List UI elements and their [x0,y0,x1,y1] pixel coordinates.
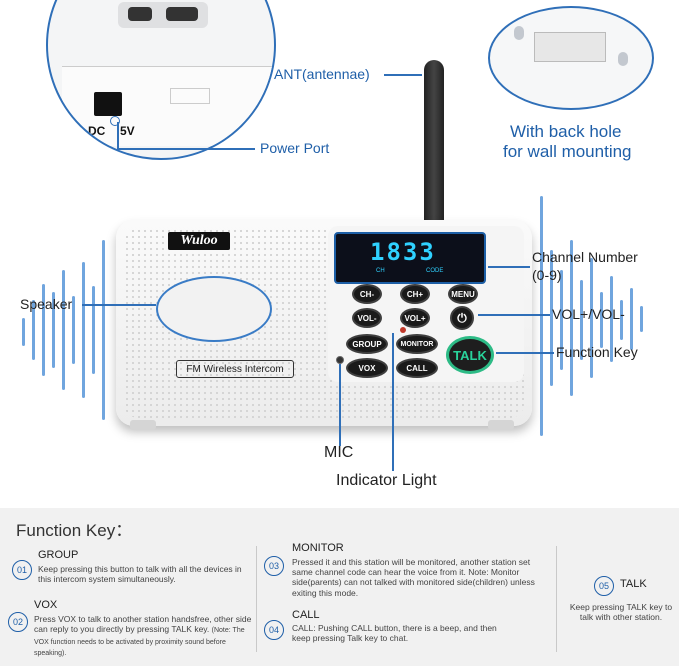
key-shape [128,7,152,21]
fk-talk-name: TALK [620,578,647,590]
brand-logo: Wuloo [168,232,230,250]
group-button[interactable]: GROUP [346,334,388,354]
speaker-leader [82,304,156,306]
mic-callout: MIC [324,444,354,461]
back-label-plate [534,32,606,62]
vol-minus-button[interactable]: VOL- [352,308,382,328]
dc-label: DC [88,124,106,138]
monitor-button[interactable]: MONITOR [396,334,438,354]
key-shape [166,7,198,21]
indicator-leader [392,333,394,471]
port-marker [110,116,120,126]
call-button[interactable]: CALL [396,358,438,378]
fk-vox-desc: Press VOX to talk to another station han… [34,614,252,657]
lcd-display [334,232,486,284]
function-key-leader [496,352,554,354]
back-hole-zoom [488,6,654,110]
channel-number-callout: Channel Number [532,249,638,265]
function-key-title: Function Key： [16,521,133,540]
badge-01: 01 [12,560,32,580]
channel-leader [488,266,530,268]
antenna [424,60,444,226]
vol-plus-button[interactable]: VOL+ [400,308,430,328]
badge-02: 02 [8,612,28,632]
badge-05: 05 [594,576,614,596]
vol-leader [478,314,550,316]
antenna-callout: ANT(antennae) [274,66,370,82]
back-slot [170,88,210,104]
talk-button[interactable]: TALK [446,336,494,374]
lcd-number: 1833 [370,238,436,266]
power-port-leader [117,148,255,150]
antenna-leader [384,74,422,76]
function-key-callout: Function Key [556,344,638,360]
channel-number-range: (0-9) [532,267,562,283]
speaker-callout: Speaker [20,296,73,312]
mic-hole [336,356,344,364]
lcd-ch-label: CH [376,268,385,274]
volt-label: 5V [120,124,135,138]
mount-hole [618,52,628,66]
function-key-section [0,508,679,666]
foot [130,420,156,430]
back-hole-line1: With back hole [510,122,622,141]
fk-call-desc: CALL: Pushing CALL button, there is a be… [292,623,497,644]
fk-group-desc: Keep pressing this button to talk with a… [38,564,242,585]
badge-04: 04 [264,620,284,640]
vol-callout: VOL+/VOL- [552,306,625,322]
mount-hole [514,26,524,40]
mic-leader [339,364,341,446]
power-port-callout: Power Port [260,140,330,156]
ch-minus-button[interactable]: CH- [352,284,382,304]
divider [256,546,257,652]
fk-monitor-name: MONITOR [292,542,344,554]
indicator-light [400,327,406,333]
fk-vox-name: VOX [34,599,58,611]
ch-plus-button[interactable]: CH+ [400,284,430,304]
indicator-callout: Indicator Light [336,472,437,489]
speaker-grill [156,276,272,342]
divider [556,546,557,652]
dc-jack [94,92,122,116]
foot [488,420,514,430]
fk-monitor-desc: Pressed it and this station will be moni… [292,557,535,598]
fk-talk-desc: Keep pressing TALK key to talk with othe… [569,602,673,623]
power-button[interactable]: ⏻ [450,306,474,330]
fk-call-name: CALL [292,609,320,621]
power-port-zoom: DC 5V [46,0,276,160]
model-label: FM Wireless Intercom [176,360,294,378]
power-port-leader [117,122,119,150]
back-hole-line2: for wall mounting [503,142,632,161]
vox-button[interactable]: VOX [346,358,388,378]
lcd-code-label: CODE [426,268,444,274]
badge-03: 03 [264,556,284,576]
menu-button[interactable]: MENU [448,284,478,304]
fk-group-name: GROUP [38,549,79,561]
